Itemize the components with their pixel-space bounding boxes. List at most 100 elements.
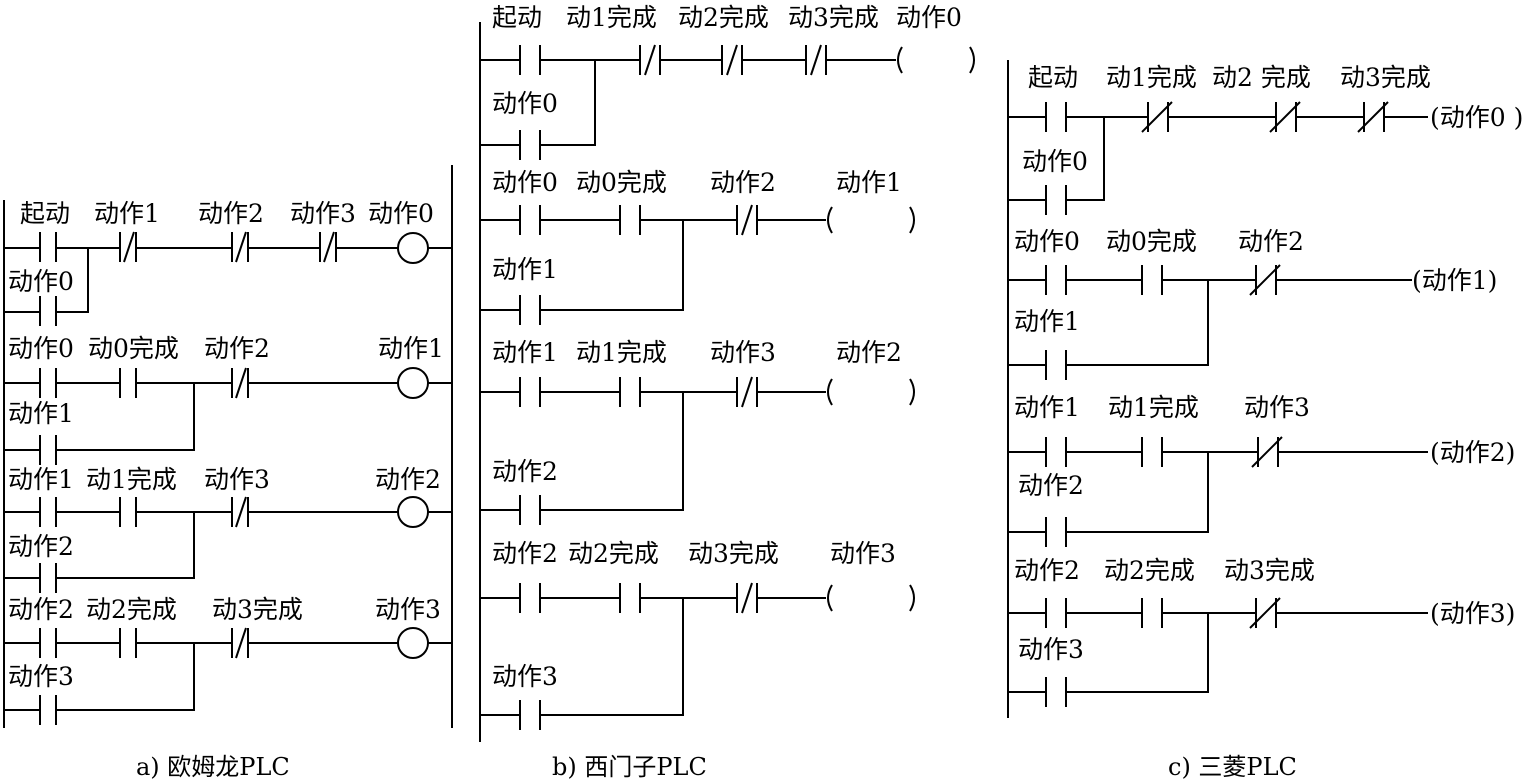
siemens-r1-contact-2: 动作2 (710, 168, 776, 197)
siemens-r2-coil: 动作2 (836, 338, 902, 367)
omron-r0-branch: 动作0 (8, 267, 74, 296)
omron-r3-contact-0: 动作2 (8, 595, 74, 624)
mitsubishi-r3-contact-1: 动2完成 (1104, 556, 1195, 585)
siemens-r2-contact-1: 动1完成 (576, 338, 667, 367)
omron-rung-0 (3, 231, 452, 326)
siemens-r0-coil-left (897, 46, 903, 74)
mitsubishi-r2-branch: 动作2 (1018, 471, 1084, 500)
mitsubishi-r0-contact-0: 起动 (1028, 63, 1078, 92)
siemens-r3-contact-2: 动3完成 (688, 539, 779, 568)
siemens-r3-coil-right (909, 584, 915, 612)
siemens-r0-contact-0: 起动 (492, 3, 542, 32)
mitsubishi-r3-branch: 动作3 (1018, 635, 1084, 664)
siemens-r2-coil-left (827, 378, 833, 406)
siemens-r0-branch: 动作0 (492, 89, 558, 118)
siemens-r1-coil: 动作1 (836, 168, 902, 197)
siemens-branch-1 (479, 220, 684, 325)
mitsubishi-rung-3 (1007, 597, 1428, 707)
omron-r1-contact-2: 动作2 (204, 334, 270, 363)
siemens-branch-3 (479, 598, 684, 730)
mitsubishi-r1-contact-0: 动作0 (1014, 227, 1080, 256)
omron-rung-2 (3, 496, 452, 593)
omron-r3-branch: 动作3 (8, 662, 74, 691)
siemens-r3-contact-0: 动作2 (492, 539, 558, 568)
omron-r0-contact-0: 起动 (20, 199, 70, 228)
mitsubishi-r1-contact-1: 动0完成 (1106, 227, 1197, 256)
omron-branch-0 (3, 248, 89, 326)
mitsubishi-r0-contact-3: 动3完成 (1340, 63, 1431, 92)
omron-labels: 起动 动作1 动作2 动作3 动作0 动作0 动作0 动0完成 动作2 动作1 … (8, 199, 444, 781)
siemens-r3-contact-1: 动2完成 (568, 539, 659, 568)
omron-panel (3, 165, 453, 728)
siemens-r1-contact-0: 动作0 (492, 168, 558, 197)
mitsubishi-r3-coil: (动作3) (1430, 599, 1515, 628)
siemens-rung-2 (479, 376, 915, 525)
omron-r3-contact-1: 动2完成 (86, 595, 177, 624)
omron-r2-branch: 动作2 (8, 532, 74, 561)
siemens-branch-0 (479, 60, 596, 160)
mitsubishi-branch-1 (1007, 280, 1209, 380)
mitsubishi-r0-branch: 动作0 (1022, 147, 1088, 176)
omron-coil-2 (397, 496, 429, 528)
mitsubishi-branch-0 (1007, 117, 1105, 215)
mitsubishi-r0-coil: (动作0 ) (1430, 103, 1523, 132)
omron-r0-contact-1: 动作1 (94, 199, 160, 228)
mitsubishi-r2-coil: (动作2) (1430, 438, 1515, 467)
mitsubishi-caption: c) 三菱PLC (1168, 753, 1297, 781)
omron-r0-contact-2: 动作2 (198, 199, 264, 228)
siemens-r3-coil-left (827, 584, 833, 612)
omron-coil-0 (397, 232, 429, 264)
siemens-r0-coil: 动作0 (896, 3, 962, 32)
siemens-r1-coil-right (909, 206, 915, 234)
mitsubishi-r1-coil: (动作1) (1412, 266, 1497, 295)
mitsubishi-r2-contact-2: 动作3 (1244, 393, 1310, 422)
siemens-labels: 起动 动1完成 动2完成 动3完成 动作0 动作0 动作0 动0完成 动作2 动… (492, 3, 962, 781)
mitsubishi-rung-0 (1007, 101, 1428, 215)
mitsubishi-panel (1007, 60, 1428, 718)
omron-rung-1 (3, 367, 452, 465)
mitsubishi-r0-contact-2: 动2 完成 (1212, 63, 1311, 92)
mitsubishi-r2-contact-0: 动作1 (1014, 393, 1080, 422)
siemens-r2-branch: 动作2 (492, 457, 558, 486)
siemens-caption: b) 西门子PLC (552, 753, 707, 781)
siemens-r2-contact-2: 动作3 (710, 338, 776, 367)
mitsubishi-r2-contact-1: 动1完成 (1108, 393, 1199, 422)
mitsubishi-r3-contact-0: 动作2 (1014, 556, 1080, 585)
mitsubishi-rung-1 (1007, 264, 1412, 380)
omron-r3-contact-2: 动3完成 (212, 595, 303, 624)
omron-branch-3 (3, 643, 195, 725)
omron-branch-2 (3, 512, 195, 593)
omron-branch-1 (3, 383, 195, 465)
omron-r2-coil: 动作2 (375, 465, 441, 494)
mitsubishi-r0-contact-1: 动1完成 (1106, 63, 1197, 92)
siemens-r1-coil-left (827, 206, 833, 234)
siemens-rung-3 (479, 582, 915, 730)
omron-r1-branch: 动作1 (8, 399, 74, 428)
siemens-r3-branch: 动作3 (492, 662, 558, 691)
mitsubishi-branch-2 (1007, 452, 1209, 547)
omron-r2-contact-0: 动作1 (8, 465, 74, 494)
omron-r1-contact-0: 动作0 (8, 334, 74, 363)
siemens-rung-1 (479, 204, 915, 325)
omron-r1-contact-1: 动0完成 (88, 334, 179, 363)
mitsubishi-r1-contact-2: 动作2 (1238, 227, 1304, 256)
siemens-r1-contact-1: 动0完成 (576, 168, 667, 197)
siemens-rung-0 (479, 44, 975, 160)
siemens-r0-contact-3: 动3完成 (788, 3, 879, 32)
mitsubishi-r3-contact-2: 动3完成 (1224, 556, 1315, 585)
siemens-r1-branch: 动作1 (492, 255, 558, 284)
mitsubishi-branch-3 (1007, 613, 1209, 707)
siemens-r0-coil-right (969, 46, 975, 74)
omron-r2-contact-2: 动作3 (204, 465, 270, 494)
siemens-branch-2 (479, 392, 684, 525)
omron-r1-coil: 动作1 (378, 334, 444, 363)
siemens-r2-contact-0: 动作1 (492, 338, 558, 367)
siemens-r0-contact-1: 动1完成 (566, 3, 657, 32)
omron-rung-3 (3, 627, 452, 725)
omron-caption: a) 欧姆龙PLC (136, 753, 290, 781)
mitsubishi-labels: 起动 动1完成 动2 完成 动3完成 (动作0 ) 动作0 动作0 动0完成 动… (1014, 63, 1523, 781)
omron-r0-contact-3: 动作3 (290, 199, 356, 228)
siemens-panel (479, 22, 975, 742)
omron-r0-coil: 动作0 (368, 199, 434, 228)
